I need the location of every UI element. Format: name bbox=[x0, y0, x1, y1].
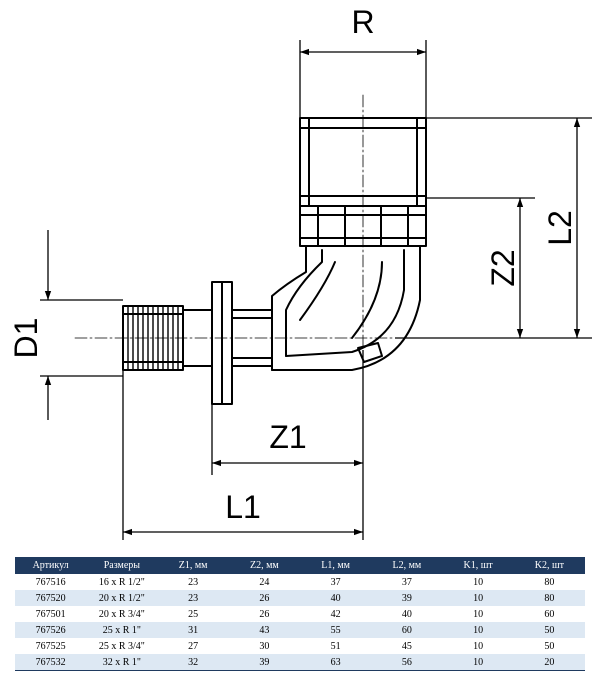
cell-k2: 80 bbox=[544, 576, 555, 588]
drain-nub bbox=[357, 342, 383, 363]
header-k1: K1, шт bbox=[442, 557, 514, 574]
cell-l1: 40 bbox=[300, 590, 372, 606]
cell-l1: 63 bbox=[300, 654, 372, 671]
cell-article: 767526 bbox=[15, 622, 87, 638]
press-sleeve-left bbox=[122, 305, 213, 371]
label-d1: D1 bbox=[8, 318, 44, 359]
cell-size: 25 x R 1" bbox=[86, 622, 158, 638]
cell-article: 767501 bbox=[35, 608, 66, 620]
hex-nut bbox=[299, 205, 427, 247]
cell-l2: 40 bbox=[401, 608, 412, 620]
elbow-fitting bbox=[74, 94, 427, 405]
cell-l1: 55 bbox=[300, 622, 372, 638]
cell-z2: 39 bbox=[228, 654, 300, 671]
cell-l1: 37 bbox=[330, 576, 341, 588]
dimension-lines bbox=[40, 40, 592, 540]
pipe-neck bbox=[231, 309, 273, 367]
dimension-labels: R L2 Z2 D1 Z1 L1 bbox=[8, 4, 578, 525]
cell-k1: 10 bbox=[442, 654, 514, 671]
cell-l2: 60 bbox=[371, 622, 443, 638]
cell-k1: 10 bbox=[442, 622, 514, 638]
cell-article: 767520 bbox=[15, 590, 87, 606]
cell-z1: 31 bbox=[157, 622, 229, 638]
cell-article: 767525 bbox=[35, 640, 66, 652]
spec-table: Артикул Размеры Z1, мм Z2, мм L1, мм L2,… bbox=[15, 557, 585, 671]
cell-size: 20 x R 3/4" bbox=[98, 608, 145, 620]
cell-z2: 24 bbox=[259, 576, 270, 588]
label-z2: Z2 bbox=[485, 249, 521, 286]
cell-k2: 20 bbox=[513, 654, 585, 671]
header-z1: Z1, мм bbox=[157, 557, 229, 574]
header-l1: L1, мм bbox=[300, 557, 372, 574]
cell-z2: 26 bbox=[228, 590, 300, 606]
cell-size: 20 x R 1/2" bbox=[86, 590, 158, 606]
cell-z2: 30 bbox=[259, 640, 270, 652]
label-r: R bbox=[351, 4, 374, 40]
cell-k1: 10 bbox=[442, 590, 514, 606]
cell-z1: 23 bbox=[188, 576, 199, 588]
table-row: 767532 32 x R 1" 32 39 63 56 10 20 bbox=[15, 654, 585, 671]
cell-z2: 26 bbox=[259, 608, 270, 620]
cell-l2: 45 bbox=[401, 640, 412, 652]
centerlines bbox=[74, 94, 396, 351]
cell-article: 767516 bbox=[35, 576, 66, 588]
cell-z1: 25 bbox=[188, 608, 199, 620]
cell-size: 32 x R 1" bbox=[86, 654, 158, 671]
cell-k2: 50 bbox=[513, 622, 585, 638]
cell-size: 25 x R 3/4" bbox=[98, 640, 145, 652]
cell-z1: 23 bbox=[157, 590, 229, 606]
cell-l2: 37 bbox=[401, 576, 412, 588]
header-z2: Z2, мм bbox=[228, 557, 300, 574]
cell-l1: 51 bbox=[330, 640, 341, 652]
cell-z1: 27 bbox=[188, 640, 199, 652]
table-row: 767525 25 x R 3/4" 27 30 51 45 10 50 bbox=[15, 638, 585, 654]
cell-z1: 32 bbox=[157, 654, 229, 671]
cell-k1: 10 bbox=[473, 576, 484, 588]
table-row: 767520 20 x R 1/2" 23 26 40 39 10 80 bbox=[15, 590, 585, 606]
header-size: Размеры bbox=[86, 557, 158, 574]
header-k2: K2, шт bbox=[513, 557, 585, 574]
cell-k1: 10 bbox=[473, 608, 484, 620]
elbow-body bbox=[271, 245, 421, 371]
label-l2: L2 bbox=[542, 210, 578, 246]
cell-k2: 60 bbox=[544, 608, 555, 620]
cell-article: 767532 bbox=[15, 654, 87, 671]
cell-k2: 80 bbox=[513, 590, 585, 606]
table-row: 767526 25 x R 1" 31 43 55 60 10 50 bbox=[15, 622, 585, 638]
cell-k2: 50 bbox=[544, 640, 555, 652]
label-z1: Z1 bbox=[269, 419, 306, 455]
cell-k1: 10 bbox=[473, 640, 484, 652]
cell-l1: 42 bbox=[330, 608, 341, 620]
cell-l2: 39 bbox=[371, 590, 443, 606]
technical-drawing: R L2 Z2 D1 Z1 L1 bbox=[8, 4, 592, 540]
label-l1: L1 bbox=[225, 489, 261, 525]
table-header-row: Артикул Размеры Z1, мм Z2, мм L1, мм L2,… bbox=[15, 557, 585, 574]
cell-l2: 56 bbox=[371, 654, 443, 671]
cell-size: 16 x R 1/2" bbox=[98, 576, 145, 588]
table-row: 767516 16 x R 1/2" 23 24 37 37 10 80 bbox=[15, 574, 585, 590]
flange-ring bbox=[211, 281, 233, 405]
header-article: Артикул bbox=[15, 557, 87, 574]
cell-z2: 43 bbox=[228, 622, 300, 638]
table-row: 767501 20 x R 3/4" 25 26 42 40 10 60 bbox=[15, 606, 585, 622]
header-l2: L2, мм bbox=[371, 557, 443, 574]
